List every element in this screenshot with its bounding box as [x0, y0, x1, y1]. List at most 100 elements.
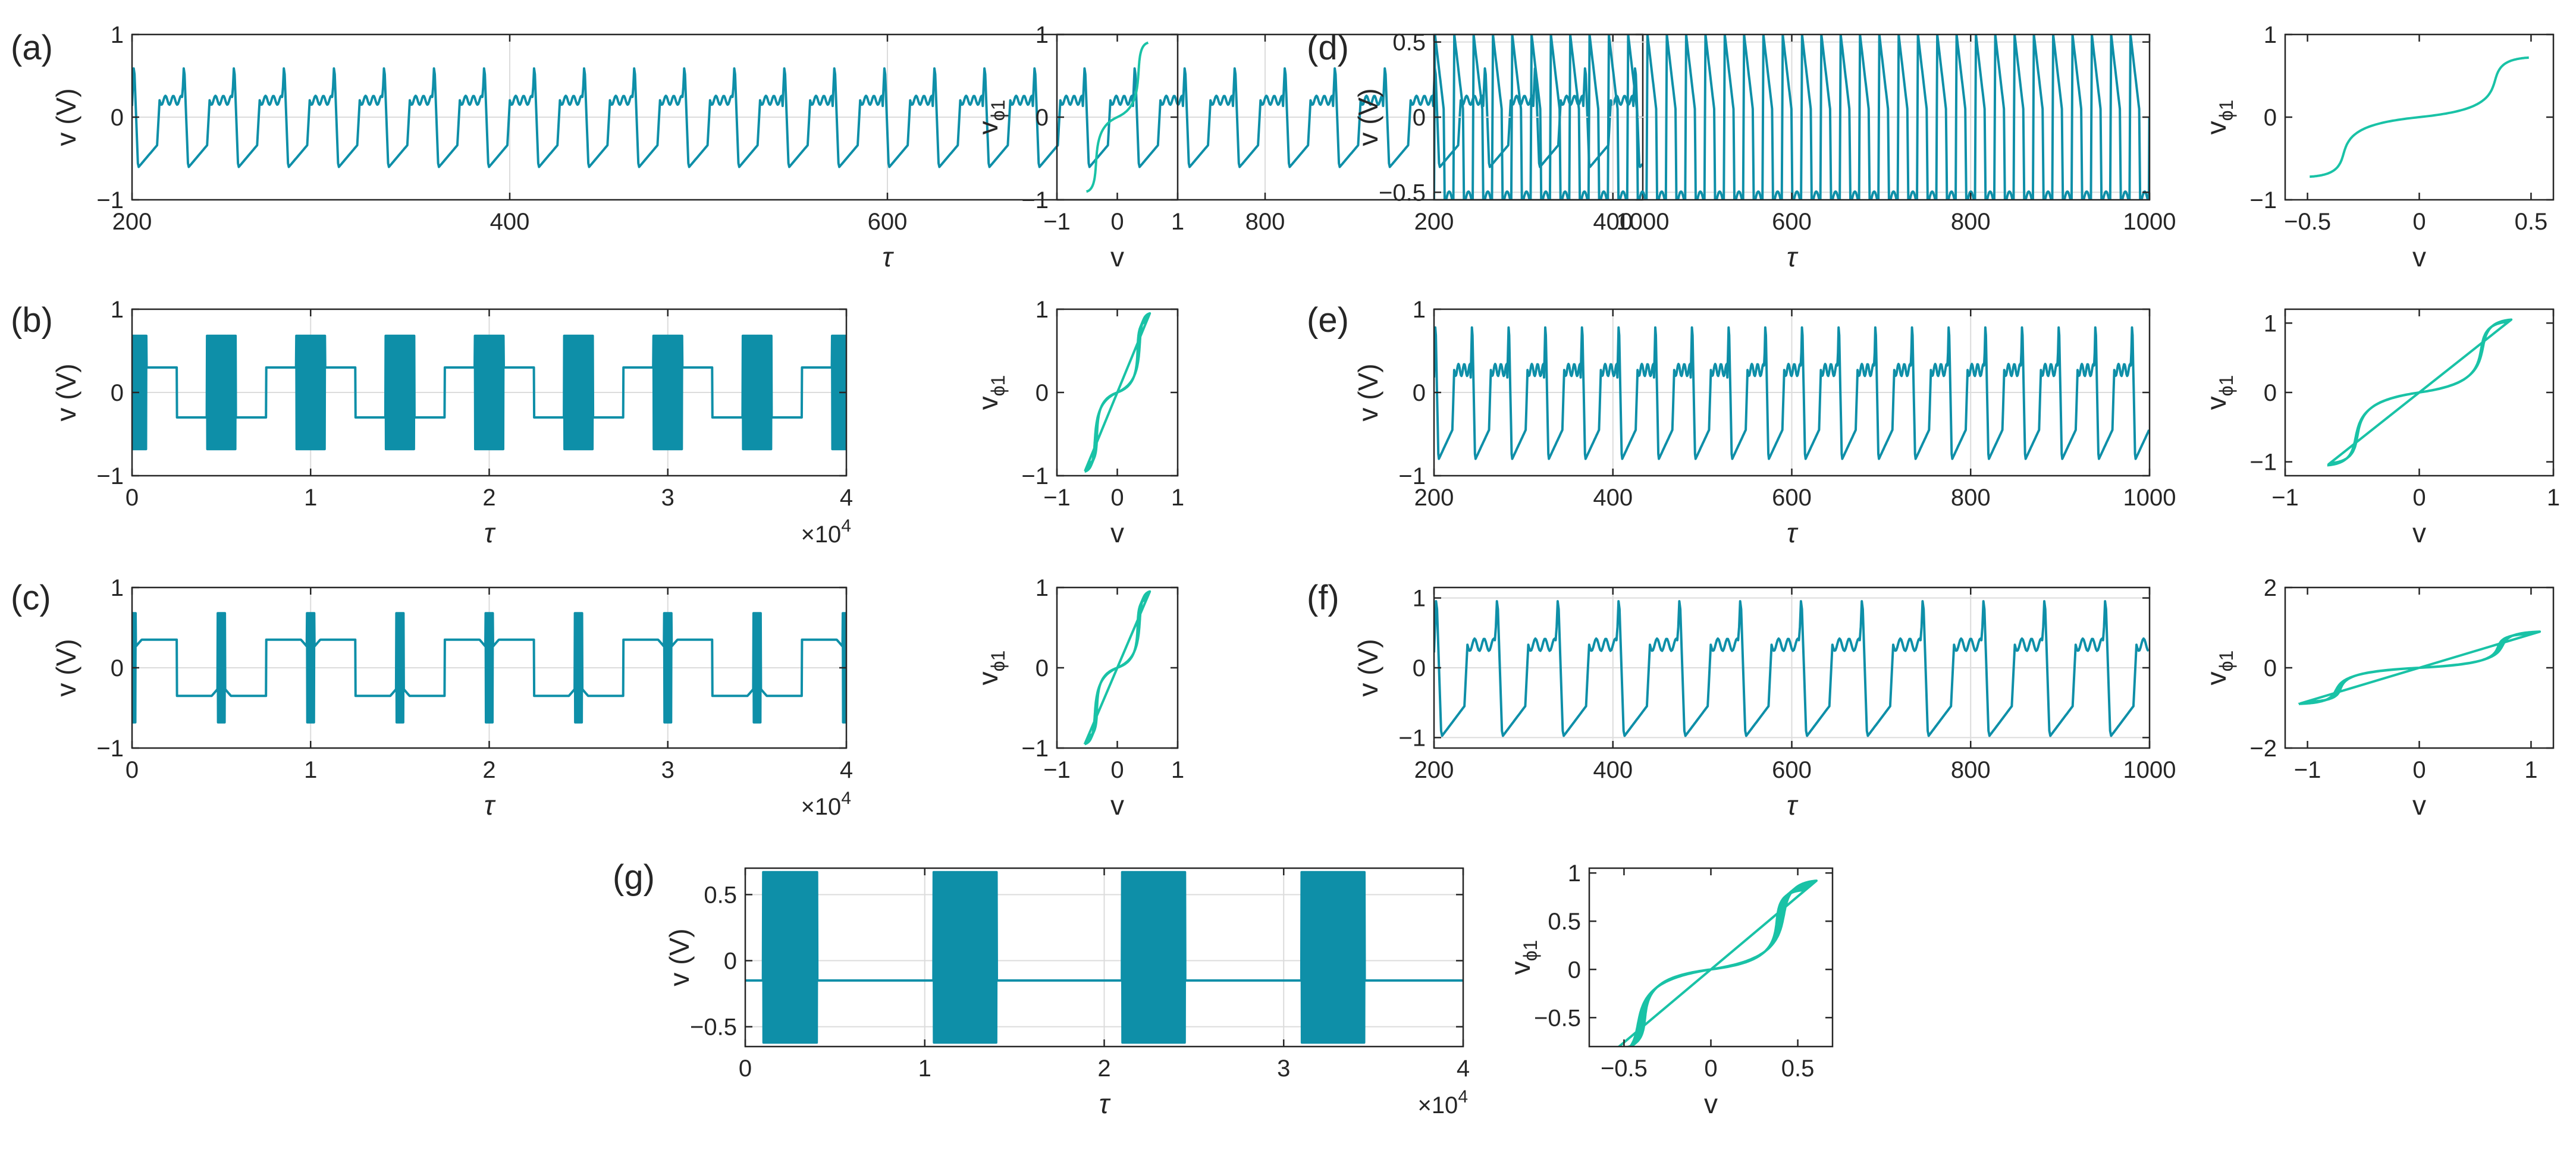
y-tick-label: 1 — [1413, 586, 1426, 612]
phase-portrait-curve — [1083, 590, 1151, 746]
x-tick-label: 0 — [125, 485, 139, 511]
y-tick-label: 0 — [111, 105, 124, 131]
phase-portrait-curve — [1085, 41, 1150, 193]
y-tick-label: 1 — [111, 575, 124, 601]
time-series-line — [132, 612, 846, 724]
panel-label: (g) — [613, 858, 655, 897]
y-tick-label: 1 — [1036, 22, 1049, 48]
y-axis-label: vϕ1 — [972, 375, 1009, 410]
y-tick-label: −0.5 — [1379, 180, 1426, 206]
y-tick-label: −1 — [96, 736, 124, 762]
y-axis-label: vϕ1 — [972, 651, 1009, 686]
x-axis-label: τ — [1099, 1088, 1111, 1119]
y-tick-label: 1 — [111, 22, 124, 48]
x-tick-label: 0 — [1704, 1055, 1717, 1082]
x-axis-label: τ — [1787, 790, 1799, 821]
x-axis-label: v — [1110, 790, 1124, 821]
y-tick-label: 0 — [1413, 380, 1426, 406]
phase-portrait-curve — [2326, 318, 2513, 467]
y-tick-label: 1 — [1036, 297, 1049, 323]
time-series-line — [745, 871, 1463, 1044]
panel-label: (b) — [11, 301, 53, 340]
phase-portrait-curve — [2298, 630, 2542, 705]
x-axis-multiplier: ×104 — [801, 788, 851, 820]
x-tick-label: 4 — [840, 485, 853, 511]
x-tick-label: −1 — [1043, 209, 1071, 235]
x-axis-label: v — [2412, 241, 2426, 272]
x-tick-label: 0 — [2412, 209, 2426, 235]
x-tick-label: 0 — [2412, 757, 2426, 783]
x-axis-label: τ — [882, 241, 894, 272]
y-axis-label: vϕ1 — [2201, 100, 2237, 135]
panel-label: (c) — [11, 579, 51, 617]
x-tick-label: 1 — [1171, 485, 1184, 511]
phase-portrait-curve — [1617, 879, 1818, 1047]
y-axis-label: v (V) — [664, 928, 695, 986]
time-series-line — [132, 67, 1643, 168]
y-tick-label: −1 — [96, 463, 124, 489]
x-axis-multiplier: ×104 — [801, 516, 851, 548]
y-tick-label: 0.5 — [704, 882, 737, 908]
x-tick-label: −1 — [1043, 757, 1071, 783]
x-tick-label: 600 — [1772, 757, 1812, 783]
x-tick-label: 800 — [1245, 209, 1285, 235]
panel-label: (d) — [1307, 29, 1349, 67]
x-tick-label: 0 — [2412, 485, 2426, 511]
y-tick-label: 0 — [2264, 380, 2277, 406]
y-tick-label: 0 — [2264, 105, 2277, 131]
x-tick-label: −1 — [2294, 757, 2321, 783]
y-tick-label: −1 — [2249, 187, 2277, 213]
y-axis-label: vϕ1 — [2201, 651, 2237, 686]
time-series-line — [132, 334, 846, 451]
x-axis-label: v — [1704, 1088, 1718, 1119]
x-tick-label: 1 — [1171, 209, 1184, 235]
x-tick-label: 1 — [918, 1055, 931, 1082]
x-tick-label: 200 — [112, 209, 152, 235]
time-series-line — [1434, 600, 2150, 737]
panel-label: (e) — [1307, 301, 1349, 340]
y-tick-label: 0.5 — [1392, 30, 1426, 56]
x-tick-label: −1 — [1043, 485, 1071, 511]
y-axis-label: v (V) — [51, 639, 81, 696]
x-tick-label: −0.5 — [2284, 209, 2331, 235]
x-axis-label: τ — [1787, 517, 1799, 548]
x-tick-label: 4 — [1457, 1055, 1470, 1082]
x-tick-label: 800 — [1951, 757, 1991, 783]
x-axis-label: τ — [484, 790, 496, 821]
y-tick-label: −0.5 — [690, 1014, 737, 1041]
x-tick-label: 200 — [1414, 485, 1454, 511]
y-tick-label: −1 — [1398, 463, 1426, 489]
y-axis-label: vϕ1 — [1505, 940, 1541, 975]
y-tick-label: 0 — [1413, 655, 1426, 681]
y-tick-label: 1 — [1413, 297, 1426, 323]
x-tick-label: 1 — [1171, 757, 1184, 783]
x-tick-label: 0 — [1110, 757, 1124, 783]
panel-label: (f) — [1307, 579, 1339, 617]
y-tick-label: −1 — [2249, 450, 2277, 476]
y-tick-label: 0 — [1036, 105, 1049, 131]
y-tick-label: 0 — [111, 380, 124, 406]
x-tick-label: 1 — [2524, 757, 2537, 783]
y-tick-label: 0.5 — [1548, 909, 1581, 935]
x-tick-label: 3 — [1277, 1055, 1290, 1082]
x-tick-label: 1000 — [2123, 757, 2176, 783]
x-tick-label: 1000 — [2123, 485, 2176, 511]
y-tick-label: 0 — [1036, 655, 1049, 681]
x-tick-label: 600 — [1772, 485, 1812, 511]
x-tick-label: −1 — [2271, 485, 2299, 511]
x-tick-label: −0.5 — [1601, 1055, 1648, 1082]
x-axis-multiplier: ×104 — [1417, 1087, 1468, 1119]
y-tick-label: 0 — [111, 655, 124, 681]
y-axis-label: v (V) — [51, 88, 81, 146]
y-tick-label: 1 — [2264, 22, 2277, 48]
